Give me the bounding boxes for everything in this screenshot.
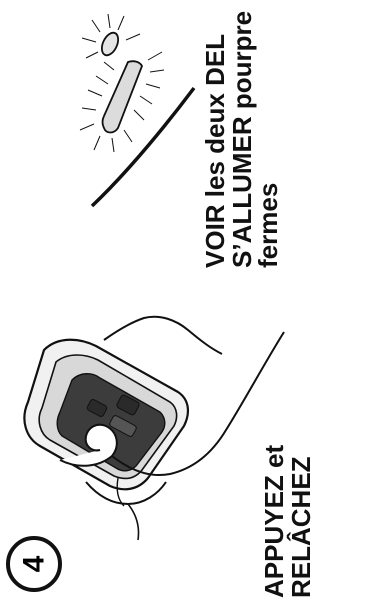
result-instruction-line-2: S’ALLUMER pourpre [229, 11, 256, 268]
step-instruction: APPUYEZ et RELÂCHEZ [261, 445, 314, 598]
result-instruction-line-3: fermes [255, 11, 282, 268]
step-instruction-line-2: RELÂCHEZ [288, 445, 315, 598]
step-instruction-line-1: APPUYEZ et [261, 445, 288, 598]
result-instruction-line-1: VOIR les deux DEL [202, 11, 229, 268]
result-instruction: VOIR les deux DEL S’ALLUMER pourpre ferm… [202, 11, 282, 268]
glowing-led-icon [80, 14, 194, 206]
step-number: 4 [18, 555, 51, 572]
step-number-icon: 4 [8, 538, 60, 590]
remote-in-hand-icon [24, 317, 284, 540]
